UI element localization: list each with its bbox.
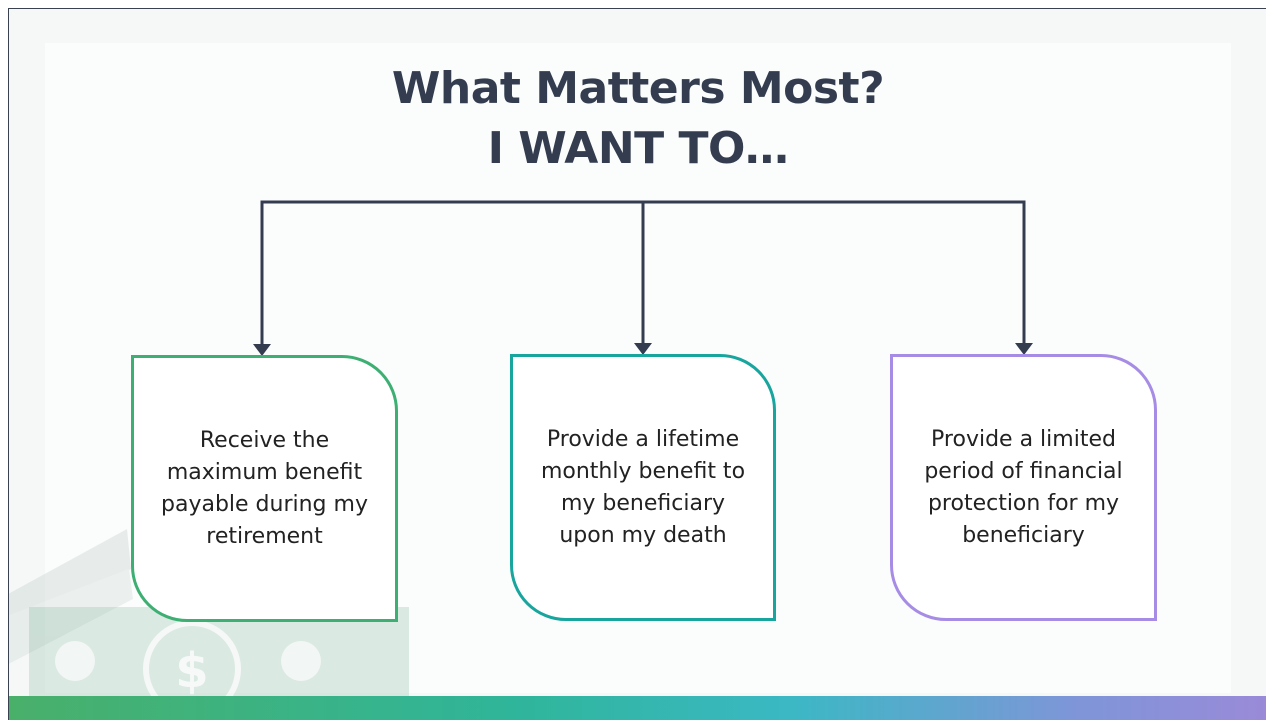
option-text-limited-protection: Provide a limited period of financial pr… [924,426,1123,548]
option-box-lifetime-benefit: Provide a lifetime monthly benefit to my… [510,354,776,621]
arrowhead-center [634,343,652,355]
arrowhead-right [1015,343,1033,355]
option-box-max-benefit: Receive the maximum benefit payable duri… [131,355,398,622]
arrowhead-left [253,344,271,356]
slide: $ What Matters Most? I WANT TO… Receive … [8,8,1266,720]
option-text-max-benefit: Receive the maximum benefit payable duri… [161,427,368,549]
option-box-limited-protection: Provide a limited period of financial pr… [890,354,1157,621]
connector-lines [253,200,1033,356]
slide-title: What Matters Most? I WANT TO… [9,59,1266,179]
title-line-2: I WANT TO… [487,123,789,174]
title-line-1: What Matters Most? [391,63,885,114]
bottom-accent-bar [9,696,1266,720]
option-text-lifetime-benefit: Provide a lifetime monthly benefit to my… [540,426,746,548]
